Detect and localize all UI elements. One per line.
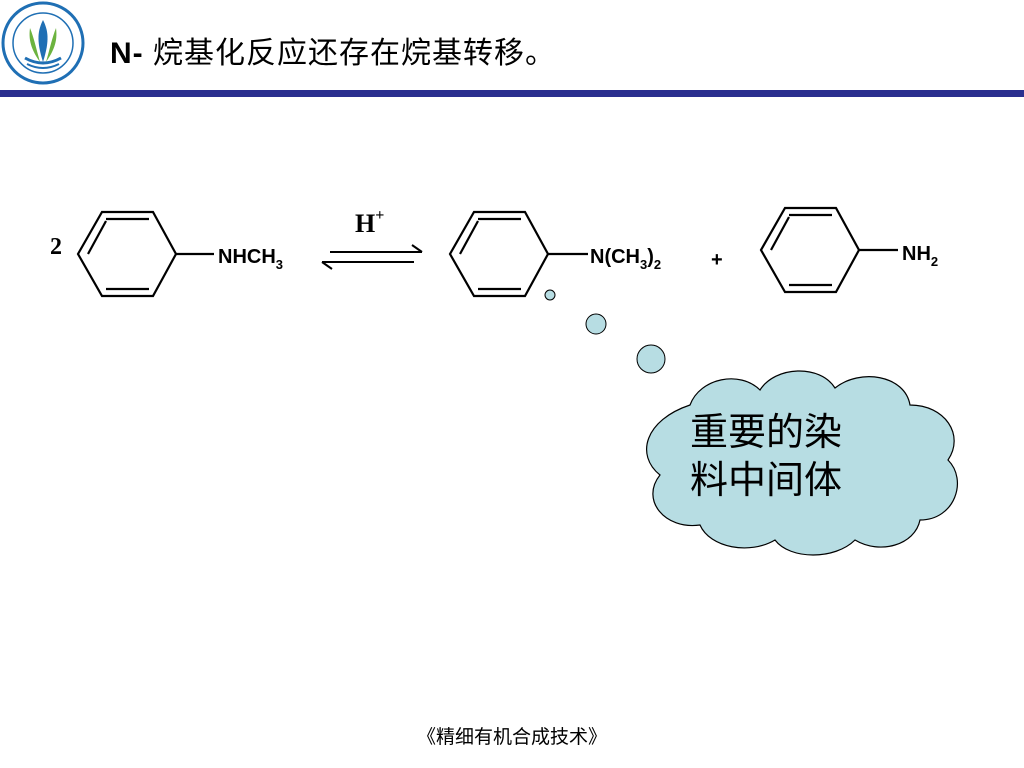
callout-line-1: 重要的染: [690, 410, 843, 454]
thought-cloud-icon: [646, 370, 958, 556]
benzene-ring-icon: [759, 206, 898, 294]
title-text: 烷基化反应还存在烷基转移。: [153, 37, 556, 70]
thought-bubble-dots: [544, 289, 666, 374]
header-divider: [0, 90, 1024, 97]
institute-logo-icon: [1, 1, 85, 85]
product1-label: N(CH3)2: [590, 246, 661, 272]
equilibrium-arrow-icon: [321, 244, 423, 270]
benzene-ring-icon: [76, 210, 214, 298]
reactant-coefficient: 2: [50, 234, 62, 260]
footer-caption: 《精细有机合成技术》: [416, 726, 607, 748]
callout-text: 重要的染 料中间体: [690, 408, 890, 504]
title-prefix: N-: [110, 37, 144, 70]
slide-title: N- 烷基化反应还存在烷基转移。: [110, 28, 556, 72]
reactant-label: NHCH3: [218, 246, 283, 272]
benzene-ring-icon: [448, 210, 588, 298]
callout-line-2: 料中间体: [690, 458, 843, 502]
catalyst-label: H+: [355, 207, 384, 238]
product2-label: NH2: [902, 243, 938, 269]
plus-sign: +: [711, 249, 723, 271]
